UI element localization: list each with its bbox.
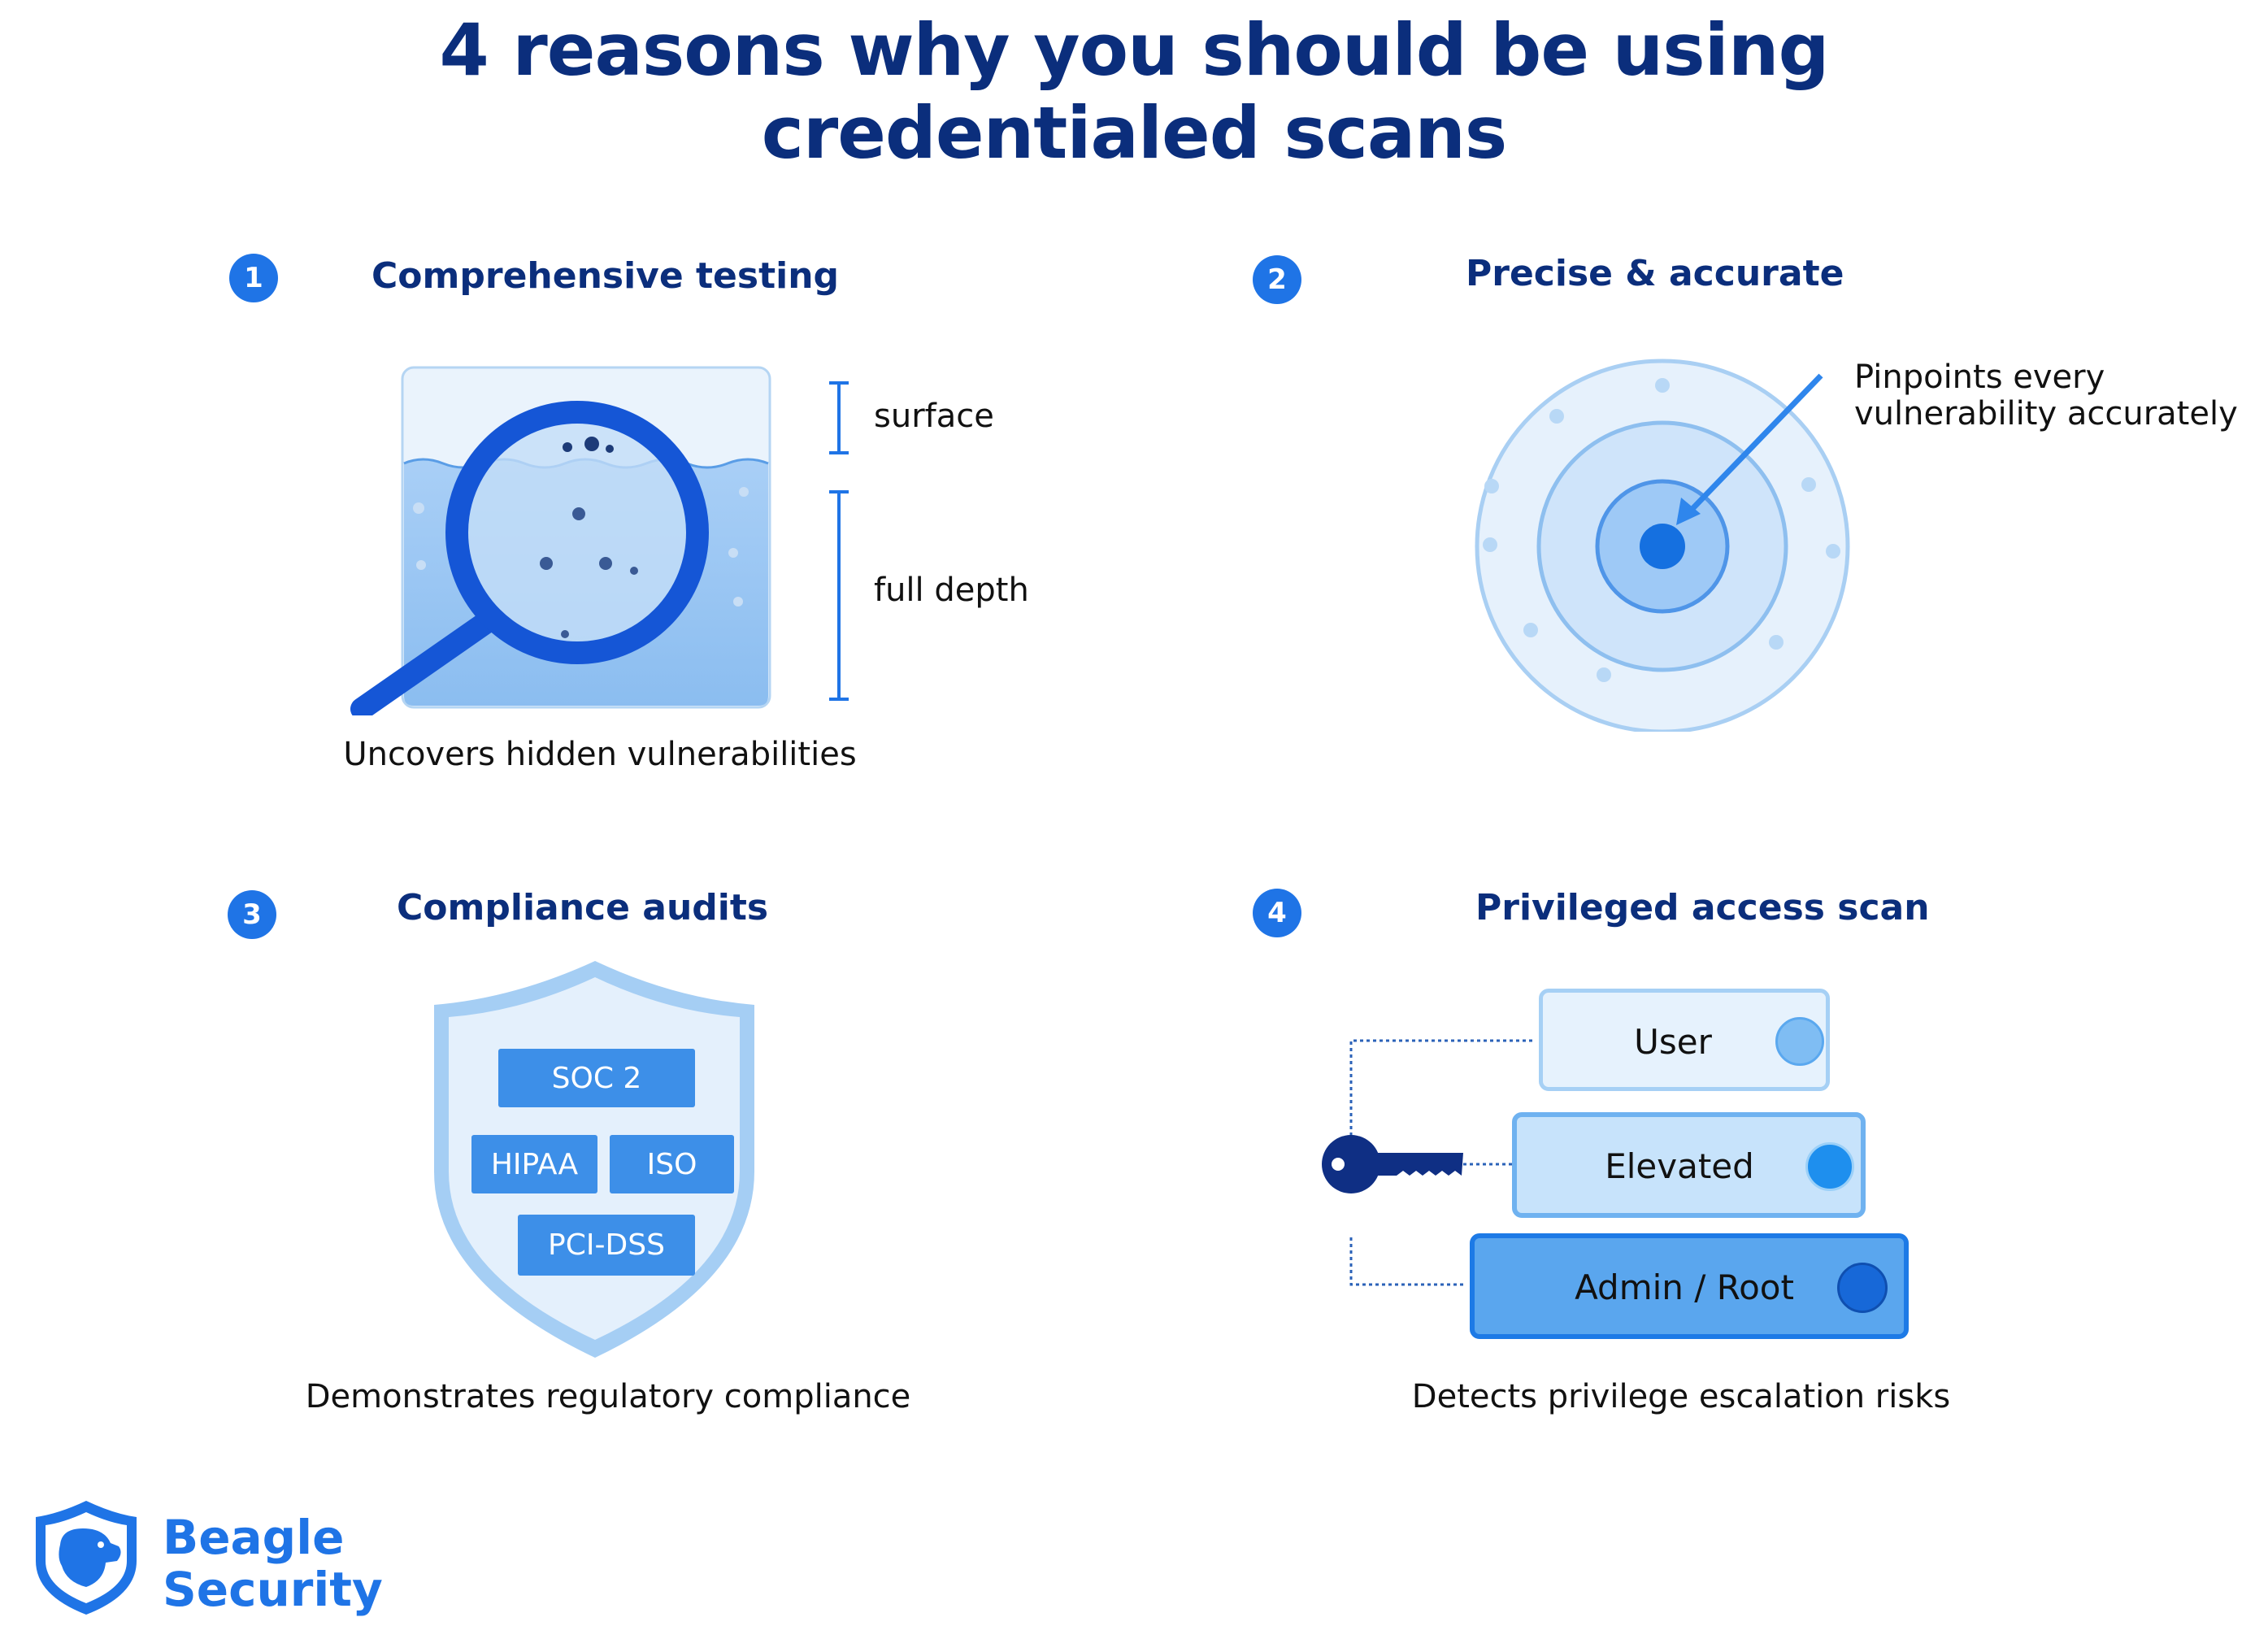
page-title-line-2: credentialed scans	[761, 91, 1508, 175]
level-elevated-label: Elevated	[1605, 1146, 1754, 1186]
section-2-badge: 2	[1253, 255, 1301, 304]
section-4-badge: 4	[1253, 889, 1301, 937]
surface-label: surface	[874, 398, 994, 435]
target-annotation-line-2: vulnerability accurately	[1854, 395, 2238, 433]
target-annotation-line-1: Pinpoints every	[1854, 359, 2105, 396]
beagle-logo-icon	[36, 1501, 137, 1615]
key-icon	[1322, 1039, 1545, 1286]
section-2-heading: Precise & accurate	[1466, 253, 1844, 294]
level-user-label: User	[1634, 1022, 1712, 1062]
level-elevated-indicator	[1805, 1142, 1854, 1191]
section-4-caption: Detects privilege escalation risks	[1411, 1378, 1951, 1415]
depth-bracket	[829, 381, 849, 701]
magnifier-icon	[350, 366, 771, 715]
section-4-heading: Privileged access scan	[1475, 887, 1930, 928]
level-admin-root: Admin / Root	[1470, 1233, 1909, 1339]
page-title-line-1: 4 reasons why you should be using	[439, 8, 1830, 92]
level-elevated: Elevated	[1512, 1112, 1866, 1218]
section-1-heading: Comprehensive testing	[371, 255, 840, 297]
full-depth-label: full depth	[874, 572, 1029, 609]
brand-name: Beagle Security	[163, 1510, 383, 1617]
section-3-heading: Compliance audits	[397, 887, 769, 928]
section-3-badge: 3	[228, 890, 276, 939]
brand-line-2: Security	[163, 1561, 383, 1617]
level-user: User	[1539, 989, 1830, 1091]
iso-tag: ISO	[610, 1135, 734, 1193]
level-admin-root-indicator	[1837, 1263, 1888, 1313]
section-3-caption: Demonstrates regulatory compliance	[305, 1378, 911, 1415]
pci-dss-tag: PCI-DSS	[518, 1215, 695, 1276]
soc2-tag: SOC 2	[498, 1049, 695, 1107]
target-icon	[1475, 359, 1850, 732]
level-user-indicator	[1775, 1017, 1824, 1066]
section-1-badge: 1	[229, 254, 278, 302]
brand-line-1: Beagle	[163, 1510, 345, 1565]
hipaa-tag: HIPAA	[471, 1135, 597, 1193]
section-1-caption: Uncovers hidden vulnerabilities	[343, 736, 857, 773]
level-admin-root-label: Admin / Root	[1575, 1267, 1794, 1307]
